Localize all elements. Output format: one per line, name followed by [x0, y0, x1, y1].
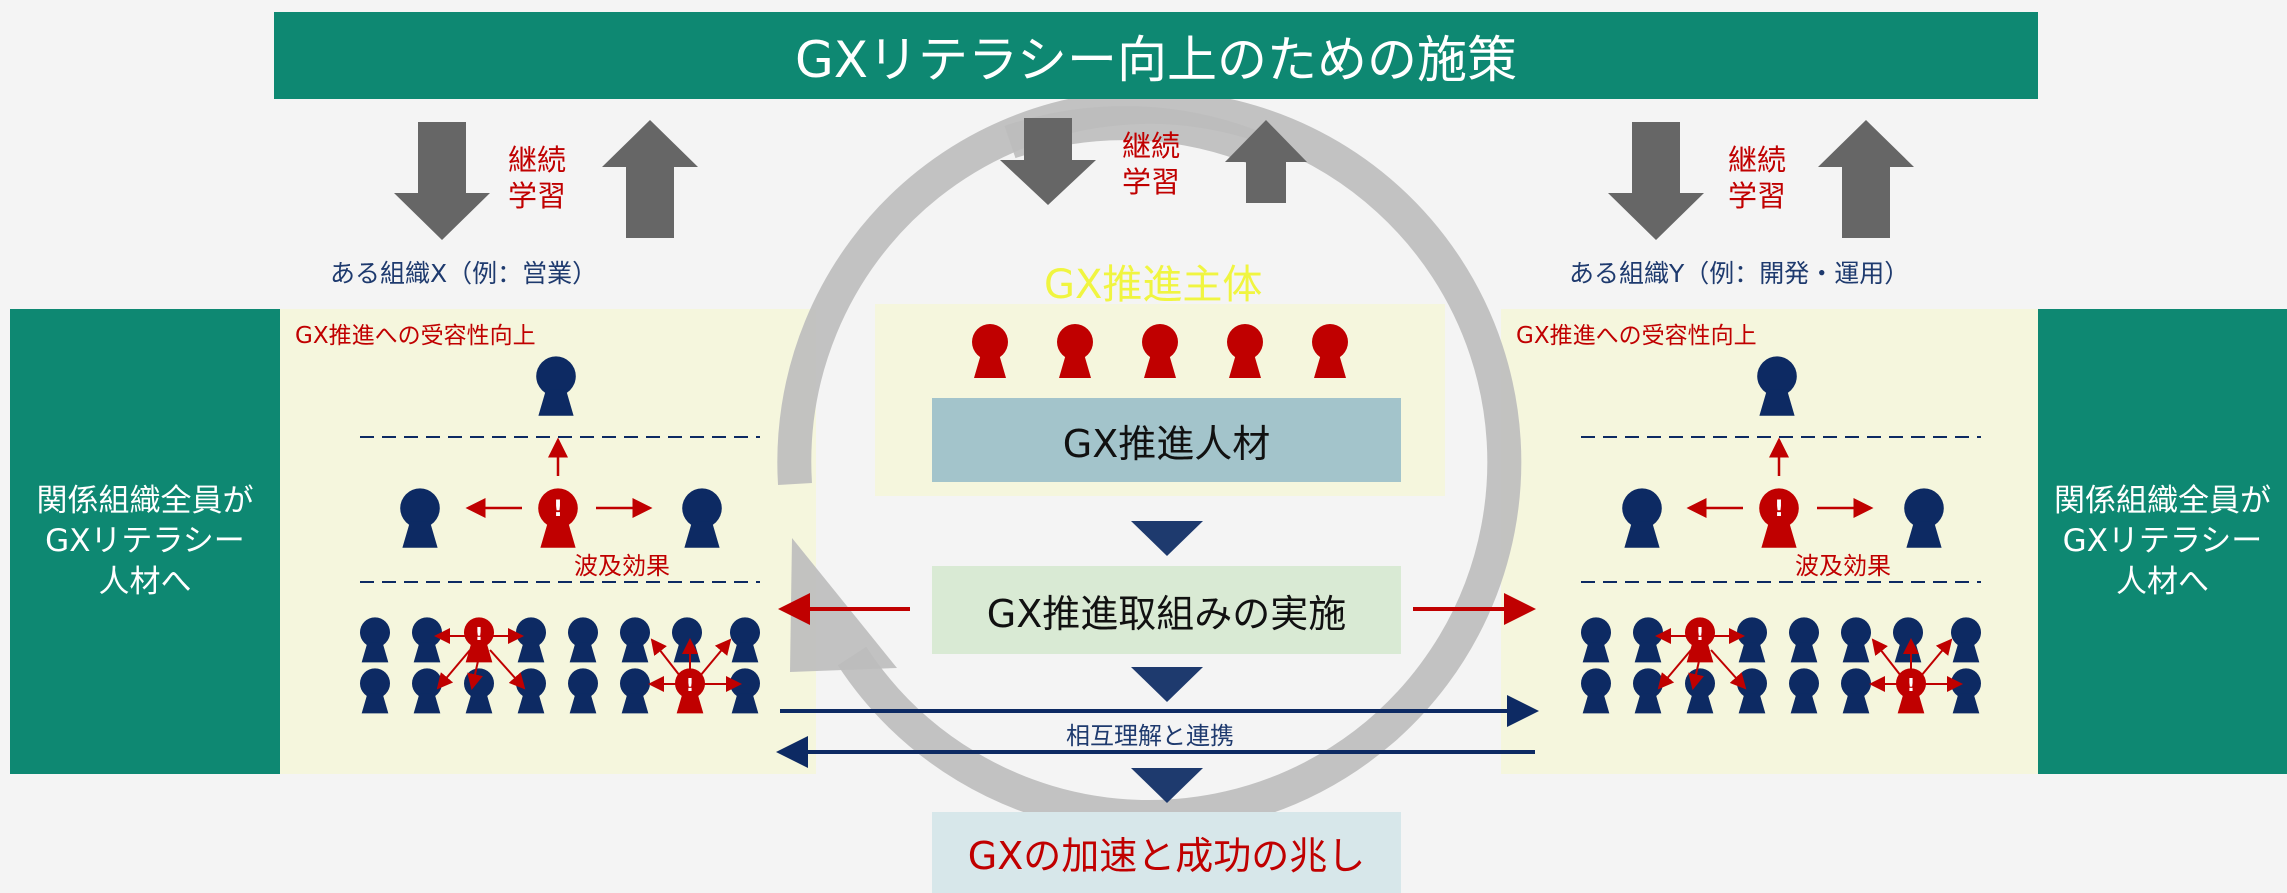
- org-x-ripple: 波及効果: [574, 552, 670, 580]
- learning-arrows: [394, 118, 1914, 240]
- result-box: [932, 812, 1401, 893]
- implementation-box: [932, 566, 1401, 654]
- continuous-learning-right: 継続 学習: [1728, 143, 1787, 214]
- title-text: GXリテラシー向上のための施策: [795, 30, 1517, 89]
- right-outcome-panel: 関係組織全員が GXリテラシー 人材へ: [2038, 309, 2287, 774]
- right-outcome-line-2: GXリテラシー: [2062, 523, 2263, 560]
- promotion-body-title: GX推進主体: [1044, 262, 1263, 308]
- org-x-people: ! ! !: [360, 356, 760, 714]
- result-label: GXの加速と成功の兆し: [967, 834, 1366, 878]
- right-outcome-line-3: 人材へ: [2116, 563, 2209, 600]
- right-outcome-line-1: 関係組織全員が: [2054, 483, 2271, 520]
- talent-box: [932, 398, 1401, 482]
- svg-text:!: !: [553, 497, 563, 522]
- left-outcome-panel: 関係組織全員が GXリテラシー 人材へ: [10, 309, 280, 774]
- org-x-acceptance: GX推進への受容性向上: [295, 323, 536, 349]
- svg-text:!: !: [1907, 675, 1915, 696]
- org-y-ripple: 波及効果: [1795, 552, 1891, 580]
- left-outcome-line-3: 人材へ: [98, 563, 192, 600]
- cycle-ring-arrowhead: [790, 538, 897, 672]
- svg-text:!: !: [1774, 497, 1784, 522]
- continuous-learning-center: 継続 学習: [1122, 129, 1181, 200]
- title-banner: GXリテラシー向上のための施策: [274, 12, 2038, 99]
- flow-triangles: [1131, 521, 1203, 803]
- mutual-understanding-label: 相互理解と連携: [1066, 722, 1234, 750]
- svg-text:!: !: [686, 675, 694, 696]
- continuous-learning-left: 継続 学習: [508, 143, 567, 214]
- svg-text:!: !: [1696, 624, 1704, 645]
- org-y-label: ある組織Y（例：開発・運用）: [1569, 259, 1910, 288]
- implementation-label: GX推進取組みの実施: [986, 591, 1347, 636]
- org-y-acceptance: GX推進への受容性向上: [1516, 323, 1757, 349]
- svg-text:!: !: [475, 624, 483, 645]
- left-outcome-line-2: GXリテラシー: [45, 523, 245, 560]
- left-outcome-line-1: 関係組織全員が: [36, 483, 254, 520]
- org-x-label: ある組織X（例：営業）: [330, 259, 598, 288]
- talent-label: GX推進人材: [1062, 421, 1271, 466]
- org-y-people: ! ! !: [1581, 356, 1981, 714]
